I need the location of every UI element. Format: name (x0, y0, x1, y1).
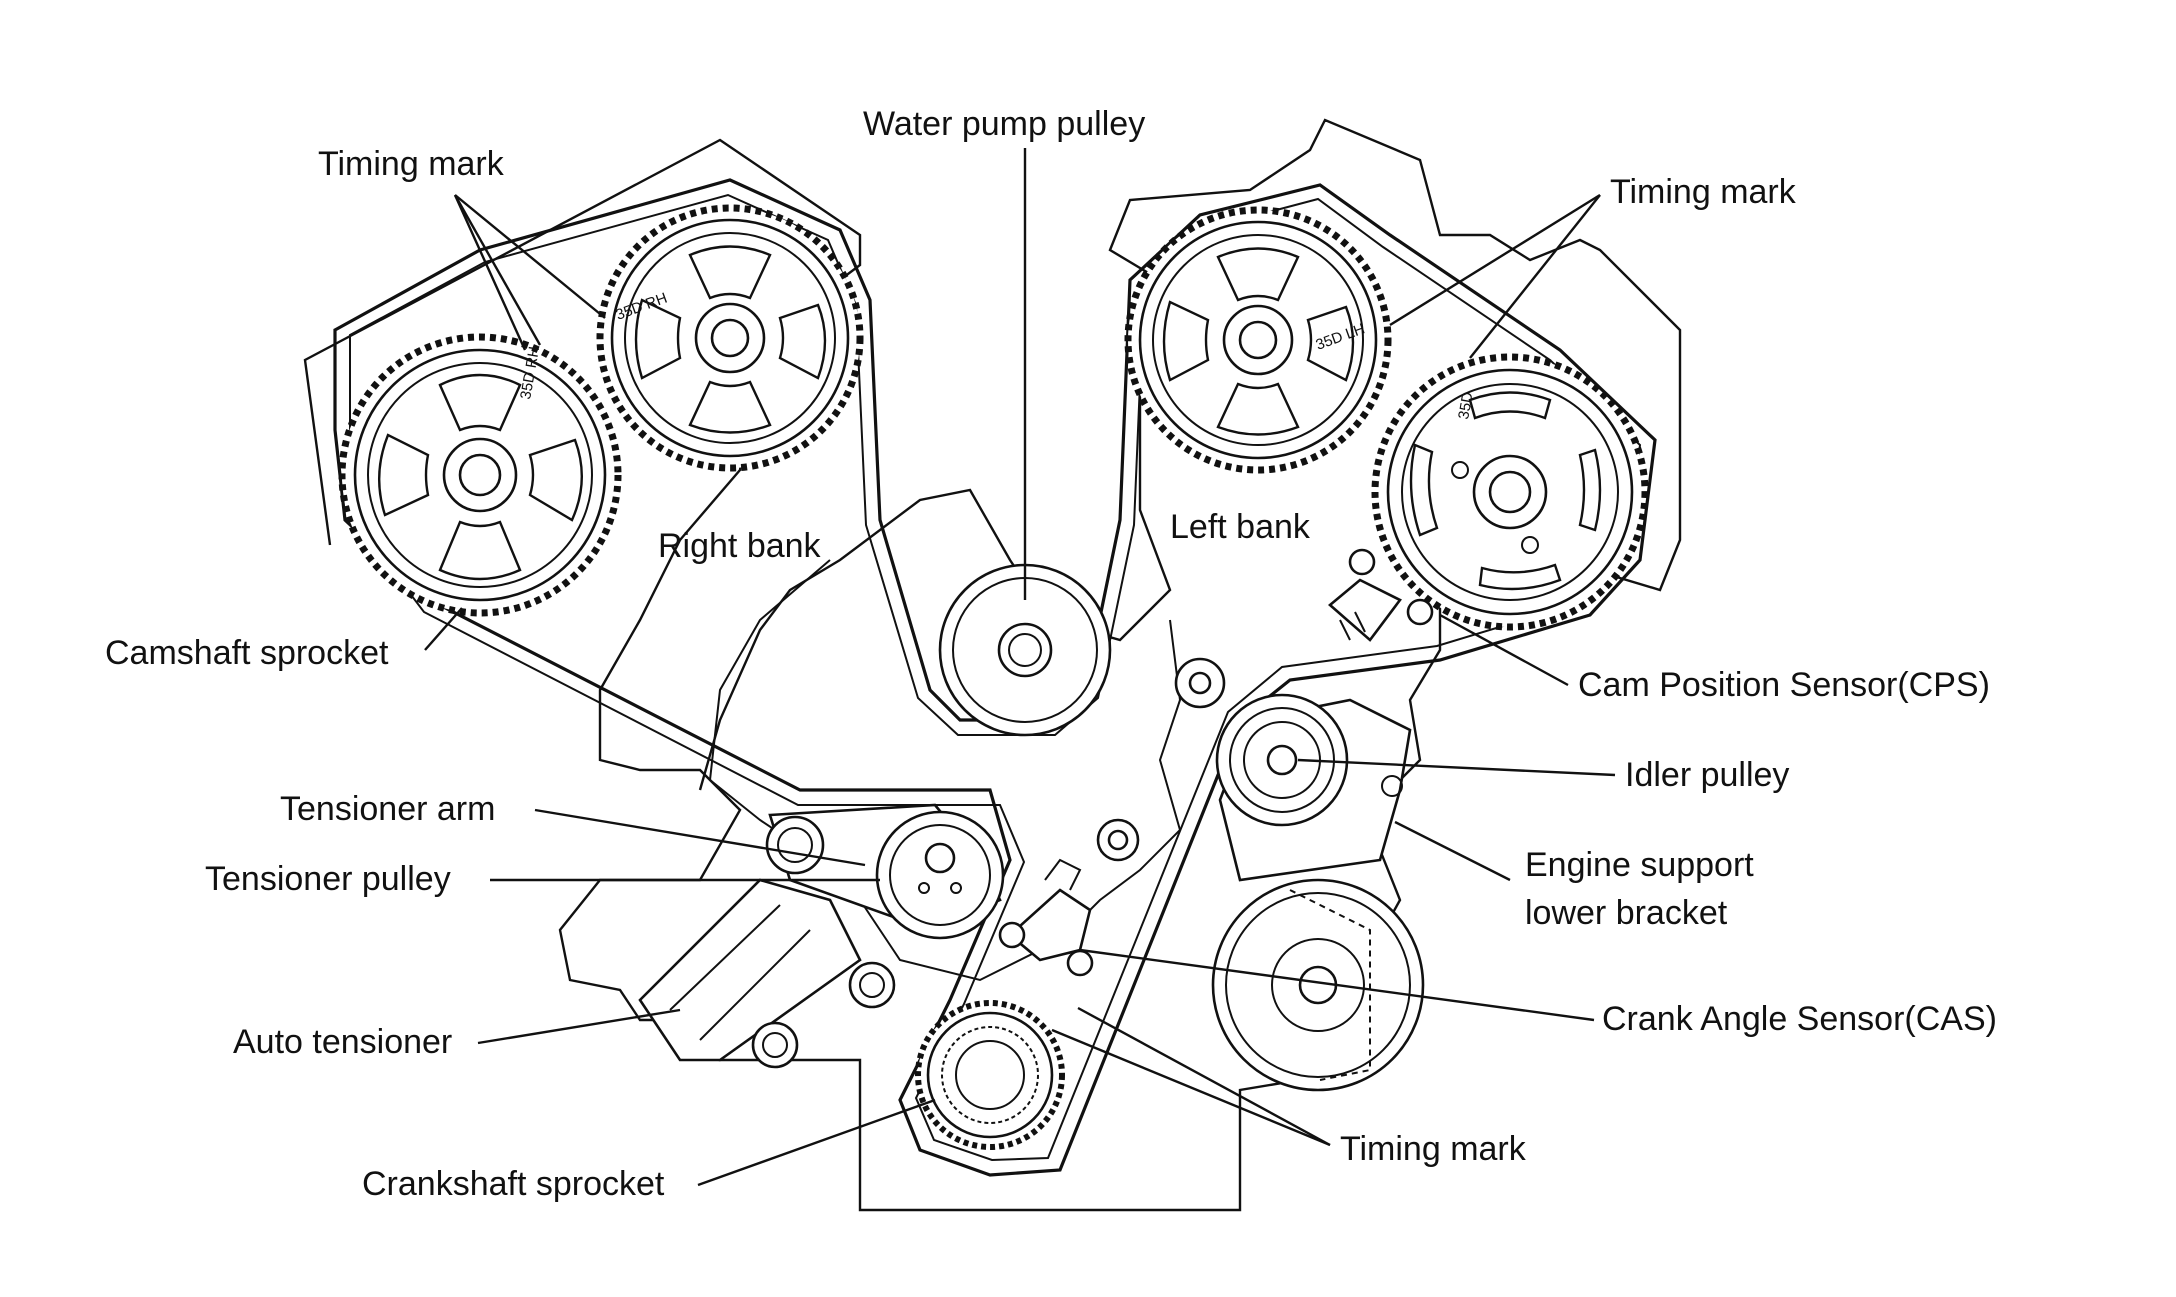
leader-engine-support (1394, 820, 1511, 882)
engine-block-inner-contour (708, 559, 1182, 982)
label-water-pump-pulley: Water pump pulley (863, 105, 1145, 143)
label-timing-mark-top-right: Timing mark (1610, 173, 1797, 211)
sprocket-spoke (1216, 382, 1300, 436)
label-timing-mark-bottom: Timing mark (1340, 1130, 1527, 1168)
label-idler-pulley: Idler pulley (1625, 756, 1789, 794)
leader-timing-mark-tr-2 (1469, 194, 1601, 359)
sprocket-spoke (688, 245, 772, 300)
timing-belt (333, 178, 1657, 1177)
label-crankshaft-sprocket: Crankshaft sprocket (362, 1165, 665, 1203)
leader-lines (424, 148, 1616, 1187)
label-tensioner-pulley: Tensioner pulley (205, 860, 451, 898)
idler-pulley (1215, 693, 1412, 882)
crankshaft-sprocket (915, 1000, 1065, 1150)
sprocket-spoke (528, 438, 583, 522)
sensor-plate-slot (1468, 391, 1552, 420)
sprocket-spoke (1216, 247, 1300, 302)
label-tensioner-arm: Tensioner arm (280, 790, 495, 828)
mount-boss (1188, 671, 1212, 695)
leader-tensioner-arm (534, 808, 866, 867)
sensor-plate-slot (1409, 443, 1439, 537)
leader-cas (1079, 948, 1595, 1022)
label-crank-angle-sensor: Crank Angle Sensor(CAS) (1602, 1000, 1997, 1038)
label-right-bank: Right bank (658, 527, 822, 565)
label-auto-tensioner: Auto tensioner (233, 1023, 452, 1061)
leader-idler (1297, 758, 1616, 777)
label-left-bank: Left bank (1170, 508, 1311, 546)
mount-boss (1107, 829, 1129, 851)
sprocket-stamp-lh-outer: 35D (1455, 390, 1477, 420)
label-timing-mark-top-left: Timing mark (318, 145, 505, 183)
leader-timing-mark-tr-1 (1389, 193, 1601, 327)
engine-support-lower-bracket (1211, 878, 1425, 1092)
camshaft-sprocket-lh-outer: 35D (1371, 353, 1649, 631)
sprocket-spoke (634, 298, 682, 380)
leader-timing-mark-tl-1 (453, 194, 542, 346)
sensor-plate-slot (1478, 563, 1562, 591)
label-engine-support-line1: Engine support (1525, 846, 1754, 884)
leader-crankshaft (697, 1098, 936, 1187)
crank-angle-sensor (998, 858, 1094, 977)
leader-timing-mark-bottom-1 (1077, 1006, 1331, 1147)
cam-position-sensor (1327, 548, 1434, 642)
sprocket-spoke (1306, 305, 1355, 382)
camshaft-sprocket-lh-inner: 35D LH (1124, 206, 1392, 474)
camshaft-sprocket-rh-outer: 35D RH (338, 333, 622, 617)
label-engine-support-line2: lower bracket (1525, 894, 1728, 932)
camshaft-sprocket-rh-inner: 35D RH (596, 204, 864, 472)
sprocket-spoke (438, 373, 522, 432)
sprocket-spoke (688, 380, 772, 434)
engine-block-outline (303, 118, 1682, 1212)
sensor-plate-slot (1578, 448, 1602, 532)
leader-camshaft-sprocket (424, 607, 463, 651)
leader-timing-mark-tl-2 (453, 194, 527, 351)
leader-auto-tensioner (477, 1008, 681, 1045)
leader-timing-mark-tl-3 (454, 194, 606, 319)
water-pump-pulley (938, 563, 1112, 737)
leader-cps (1439, 613, 1569, 687)
sprocket-spoke (378, 433, 430, 517)
label-camshaft-sprocket: Camshaft sprocket (105, 634, 389, 672)
sprocket-spoke (438, 520, 522, 581)
label-cam-position-sensor: Cam Position Sensor(CPS) (1578, 666, 1990, 704)
sprocket-spoke (778, 303, 827, 380)
auto-tensioner (638, 878, 896, 1069)
leader-timing-mark-bottom-2 (1051, 1028, 1331, 1147)
sprocket-spoke (1162, 300, 1210, 382)
